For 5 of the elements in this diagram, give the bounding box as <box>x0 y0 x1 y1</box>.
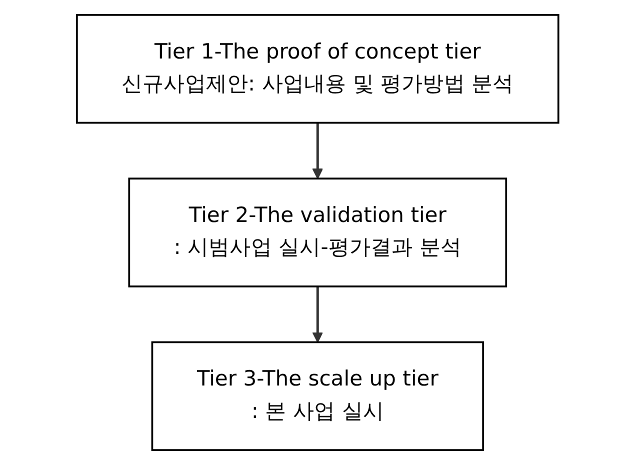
node-box: Tier 1-The proof of concept tier 신규사업제안: 사업내용 및 평가방법 분석 <box>76 14 560 124</box>
arrow <box>312 122 324 180</box>
node-box: Tier 3-The scale up tier : 본 사업 실시 <box>152 341 484 451</box>
node-box: Tier 2-The validation tier : 시범사업 실시-평가결과 분석 <box>128 178 508 288</box>
arrow <box>312 286 324 343</box>
